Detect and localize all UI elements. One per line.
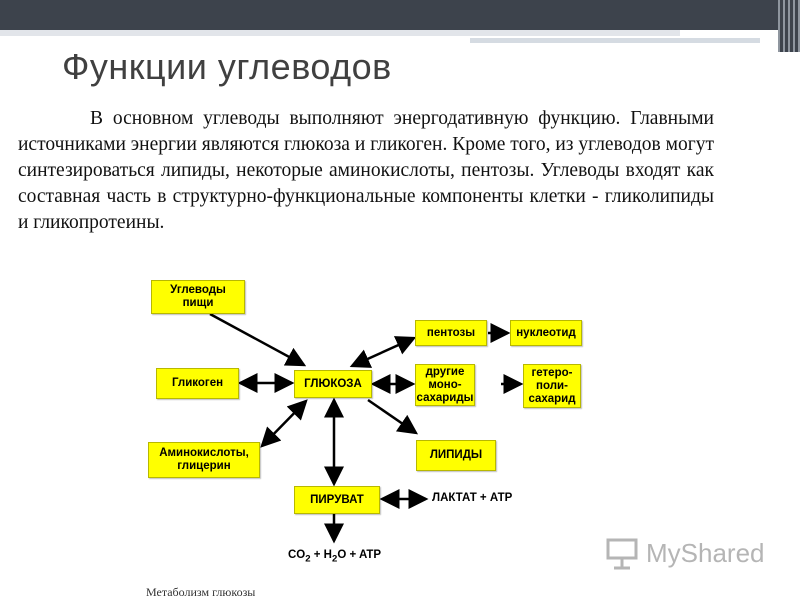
arrow-amino-glucose [260, 399, 308, 448]
node-glucose: ГЛЮКОЗА [294, 370, 372, 398]
myshared-logo: MyShared [606, 536, 765, 570]
arrow-pentoses-glucose [349, 336, 417, 368]
slide-title: Функции углеводов [62, 46, 392, 87]
slide-paragraph: В основном углеводы выполняют энергодати… [18, 108, 714, 233]
node-food-carbs: Углеводы пищи [151, 280, 245, 314]
corner-stripes [778, 0, 800, 52]
diagram-caption: Метаболизм глюкозы [146, 585, 256, 599]
arrow-glucose-lipids [367, 398, 419, 435]
node-glycogen: Гликоген [156, 368, 239, 399]
node-other-mono: другие моно-сахариды [415, 364, 475, 406]
logo-text: MyShared [646, 537, 765, 568]
node-amino-acids: Аминокислоты, глицерин [148, 442, 260, 478]
node-co2: CO2 + H2O + ATP [288, 549, 382, 565]
top-accent-line [0, 30, 680, 36]
node-lipids: ЛИПИДЫ [416, 440, 496, 471]
node-lactate: ЛАКТАТ + АТР [432, 492, 513, 504]
arrow-food-to-glucose [209, 312, 307, 367]
top-bar [0, 0, 800, 30]
node-nucleotide: нуклеотид [510, 320, 582, 346]
node-pyruvate: ПИРУВАТ [294, 486, 380, 514]
top-accent-line-short [470, 38, 760, 43]
presentation-icon [606, 538, 638, 570]
node-hetero-poly: гетеро-поли-сахарид [523, 364, 581, 408]
node-pentoses: пентозы [415, 320, 487, 346]
